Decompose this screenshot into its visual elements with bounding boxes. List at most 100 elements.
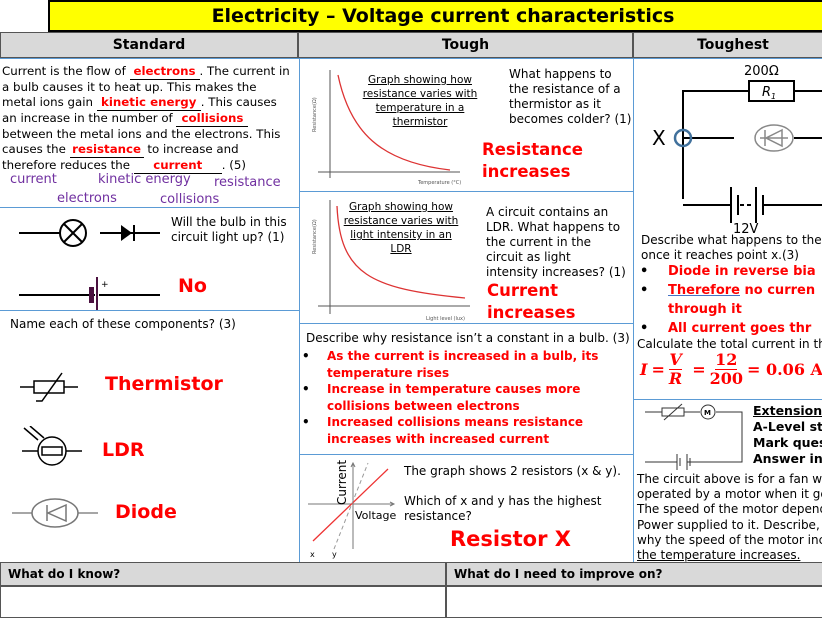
thermistor-question: What happens to the resistance of a ther… bbox=[509, 67, 632, 126]
graph-y-label: Resistance(Ω) bbox=[312, 97, 318, 132]
bulb-diode-circuit-diagram: + bbox=[19, 219, 160, 310]
fill-in-blanks-section: Current is the flow of electrons . The cu… bbox=[0, 58, 300, 208]
iv-x-series-label: x bbox=[310, 550, 315, 559]
column-header-standard: Standard bbox=[0, 32, 298, 58]
point-x-label: X bbox=[652, 126, 666, 150]
iv-graph-section: Current Voltage x y The graph shows 2 re… bbox=[299, 454, 634, 562]
text: The circuit above is for a fan wi bbox=[637, 472, 822, 486]
parallel-circuit-diagram: 200Ω R1 X 12V bbox=[652, 64, 822, 234]
text: I bbox=[640, 360, 648, 379]
text: operated by a motor when it get bbox=[637, 487, 822, 502]
iv-question: Which of x and y has the highest resista… bbox=[404, 494, 602, 523]
what-do-i-know-input[interactable] bbox=[0, 586, 446, 618]
ldr-section: Resistance(Ω) Light level (lux) Graph sh… bbox=[299, 191, 634, 324]
thermistor-resistance-graph: Resistance(Ω) Temperature (°C) bbox=[312, 70, 461, 186]
thermistor-answer: Resistance increases bbox=[482, 140, 583, 181]
ldr-symbol-icon bbox=[22, 426, 82, 466]
resistor-label: R1 bbox=[762, 85, 776, 101]
text: between the metal ions and the electrons… bbox=[2, 127, 281, 156]
text: Extension bbox=[753, 403, 822, 418]
components-question: Name each of these components? (3) bbox=[10, 317, 236, 331]
components-section: Name each of these components? (3) Therm… bbox=[0, 310, 300, 562]
answer-bullet: All current goes thr bbox=[638, 319, 816, 338]
ldr-graph-title: Graph showing how resistance varies with… bbox=[343, 201, 459, 255]
bulb-resistance-answers: As the current is increased in a bulb, i… bbox=[300, 348, 620, 447]
bulb-resistance-question: Describe why resistance isn’t a constant… bbox=[306, 331, 630, 345]
text: no curren bbox=[744, 283, 816, 298]
word-bank-item: kinetic energy bbox=[98, 172, 191, 187]
point-x-marker bbox=[673, 128, 693, 148]
text: . This causes an increase in the number … bbox=[2, 95, 277, 125]
resistor-y-line bbox=[333, 462, 369, 550]
graph-x-label: Light level (lux) bbox=[426, 316, 465, 322]
text: 200 bbox=[709, 369, 743, 388]
word-bank-item: electrons bbox=[57, 191, 117, 206]
diode-answers: Diode in reverse bia Therefore no curren… bbox=[638, 262, 816, 338]
text: Mark quest bbox=[753, 435, 822, 450]
column-header-tough: Tough bbox=[298, 32, 633, 58]
iv-y-series-label: y bbox=[332, 550, 337, 559]
svg-text:+: + bbox=[101, 280, 109, 290]
what-do-i-know-header: What do I know? bbox=[0, 562, 446, 586]
thermistor-graph-title: Graph showing how resistance varies with… bbox=[362, 74, 478, 128]
text: once it reaches point x.(3) bbox=[641, 248, 799, 262]
answer-bullet: Diode in reverse bia bbox=[638, 262, 816, 281]
text: through it bbox=[668, 302, 742, 317]
iv-y-label: Current bbox=[335, 460, 349, 505]
iv-x-label: Voltage bbox=[355, 509, 396, 522]
thermistor-section: Resistance(Ω) Temperature (°C) Graph sho… bbox=[299, 58, 634, 192]
thermistor-symbol-icon bbox=[20, 372, 78, 402]
page-title: Electricity – Voltage current characteri… bbox=[48, 0, 822, 32]
word-bank-item: current bbox=[10, 172, 57, 187]
graph-x-label: Temperature (°C) bbox=[417, 180, 461, 186]
text: Therefore bbox=[668, 283, 740, 298]
bulb-resistance-section: Describe why resistance isn’t a constant… bbox=[299, 323, 634, 455]
calculate-question: Calculate the total current in th bbox=[637, 337, 822, 351]
word-bank-item: resistance bbox=[214, 175, 281, 190]
diode-symbol-icon bbox=[12, 498, 98, 528]
answer-bullet: Increased collisions means resistance in… bbox=[300, 414, 620, 447]
text: . The current in a bulb causes it to hea… bbox=[2, 64, 290, 109]
answer-bullet: As the current is increased in a bulb, i… bbox=[300, 348, 620, 381]
ldr-question: A circuit contains an LDR. What happens … bbox=[486, 205, 626, 279]
bulb-circuit-section: + Will the bulb in this circuit light up… bbox=[0, 207, 300, 311]
text: 12 bbox=[715, 350, 738, 370]
text: The speed of the motor depend bbox=[637, 502, 822, 517]
component-answer-thermistor: Thermistor bbox=[105, 373, 223, 395]
diode-circuit-section: 200Ω R1 X 12V Describe what happens to t… bbox=[633, 58, 822, 400]
blank-answer-3: collisions bbox=[176, 111, 249, 127]
fill-in-text: Current is the flow of electrons. The cu… bbox=[2, 64, 292, 174]
blank-answer-2: kinetic energy bbox=[96, 95, 201, 111]
resistor-value: 200Ω bbox=[744, 64, 779, 79]
text: = 0.06 A bbox=[747, 360, 822, 379]
extension-heading: Extension A-Level st Mark quest Answer i… bbox=[753, 403, 822, 467]
motor-label: M bbox=[704, 409, 711, 417]
text: to increase and therefore reduces the bbox=[2, 142, 239, 172]
bulb-question: Will the bulb in this circuit light up? … bbox=[171, 215, 287, 244]
iv-graph: Current Voltage x y bbox=[308, 460, 396, 559]
extension-section: M Extension A-Level st Mark quest Answer… bbox=[633, 399, 822, 562]
text: the temperature increases. bbox=[637, 548, 801, 562]
component-answer-ldr: LDR bbox=[102, 439, 145, 461]
graph-y-label: Resistance(Ω) bbox=[312, 219, 318, 254]
word-bank-item: collisions bbox=[160, 192, 220, 207]
what-to-improve-input[interactable] bbox=[446, 586, 822, 618]
text: . (5) bbox=[221, 158, 246, 172]
iv-answer: Resistor X bbox=[450, 527, 571, 551]
resistor-x-line bbox=[312, 468, 389, 542]
text: Power supplied to it. Describe, i bbox=[637, 517, 822, 532]
ldr-resistance-graph: Resistance(Ω) Light level (lux) bbox=[312, 200, 470, 322]
text: A-Level st bbox=[753, 419, 822, 434]
battery-label: 12V bbox=[733, 222, 759, 234]
extension-question: The circuit above is for a fan wi operat… bbox=[637, 472, 822, 562]
motor-icon bbox=[700, 404, 716, 420]
component-answer-diode: Diode bbox=[115, 501, 177, 523]
text: V bbox=[669, 350, 682, 370]
text: Current is the flow of bbox=[2, 64, 130, 78]
answer-bullet: Increase in temperature causes more coll… bbox=[300, 381, 620, 414]
iv-text-1: The graph shows 2 resistors (x & y). bbox=[404, 464, 621, 478]
column-header-toughest: Toughest bbox=[633, 32, 822, 58]
